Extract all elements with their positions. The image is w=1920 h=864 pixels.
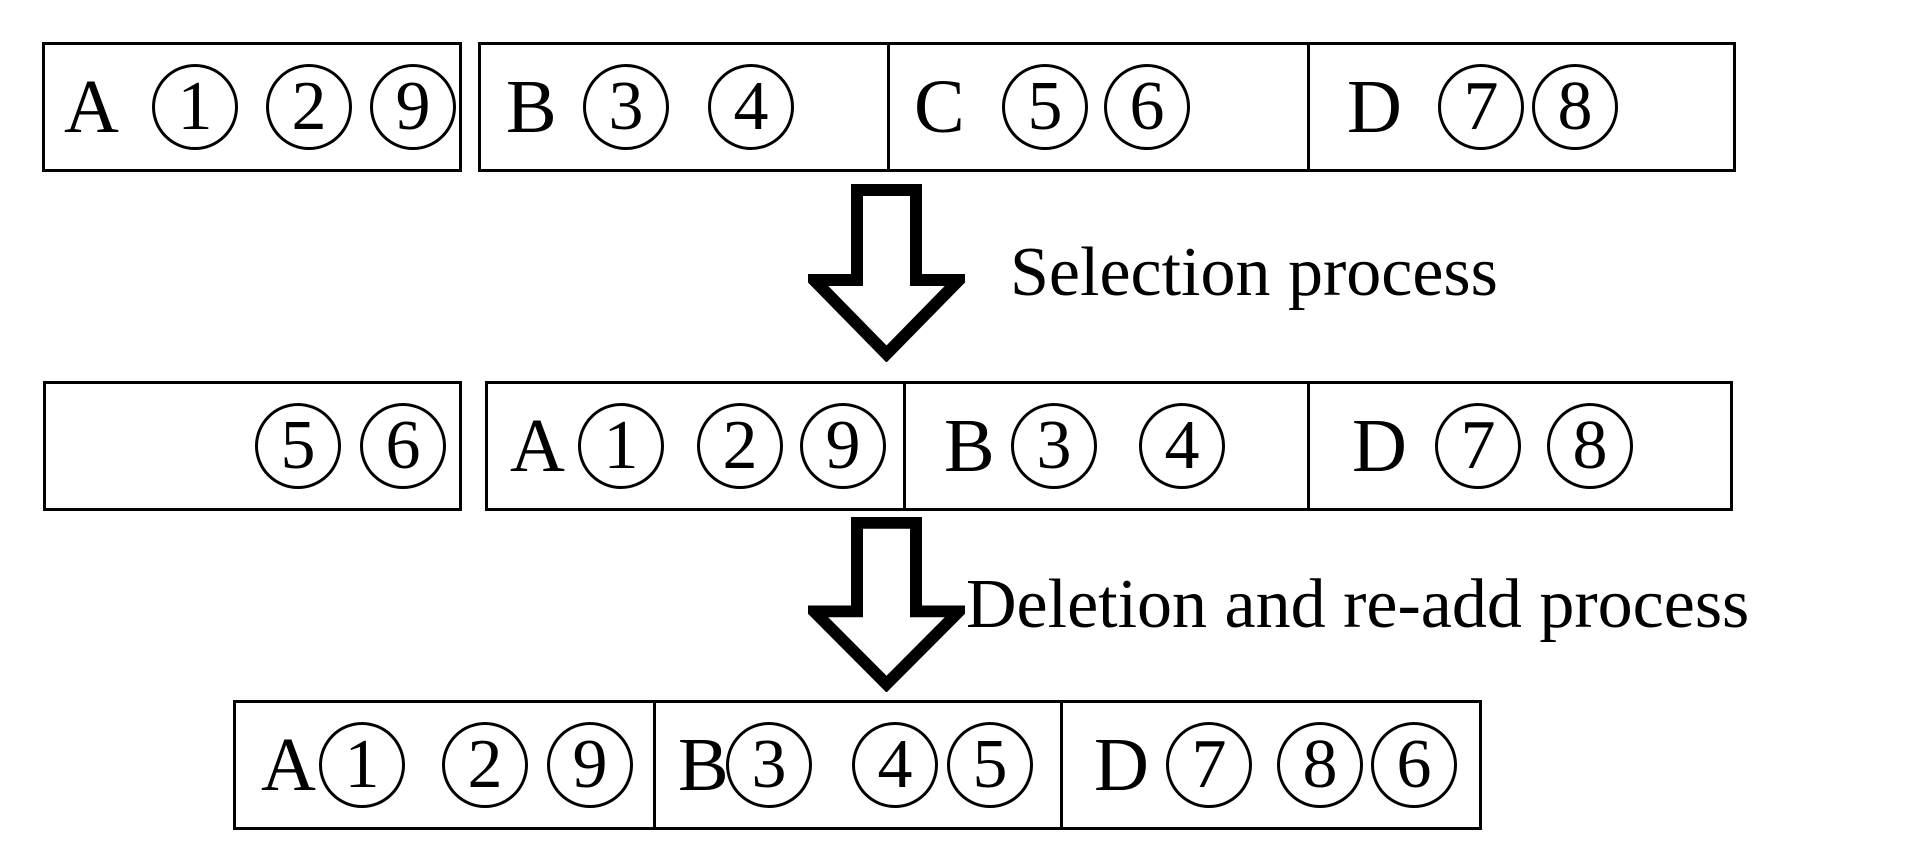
node-label: C (914, 65, 965, 149)
item-circle: 2 (697, 403, 783, 489)
node-label: A (510, 404, 565, 488)
divider (903, 384, 906, 508)
down-arrow-icon (808, 184, 965, 362)
selection-process-label: Selection process (1010, 234, 1498, 311)
node-label: B (678, 723, 729, 807)
node-label: B (944, 404, 995, 488)
item-circle: 4 (1139, 403, 1225, 489)
deletion-readd-process-label: Deletion and re-add process (966, 565, 1750, 643)
item-circle: 1 (578, 403, 664, 489)
item-circle: 3 (583, 64, 669, 150)
node-label: B (506, 65, 557, 149)
item-circle: 2 (266, 64, 352, 150)
item-circle: 1 (152, 64, 238, 150)
node-label: D (1352, 404, 1407, 488)
item-circle: 6 (360, 403, 446, 489)
row2-box-abd (485, 381, 1733, 511)
item-circle: 1 (319, 722, 405, 808)
down-arrow-icon (808, 517, 965, 692)
divider (1307, 384, 1310, 508)
node-label: D (1094, 723, 1149, 807)
item-circle: 6 (1371, 722, 1457, 808)
item-circle: 2 (442, 722, 528, 808)
item-circle: 8 (1277, 722, 1363, 808)
divider (1060, 703, 1063, 827)
item-circle: 7 (1166, 722, 1252, 808)
item-circle: 9 (370, 64, 456, 150)
node-label: A (64, 65, 119, 149)
item-circle: 4 (852, 722, 938, 808)
item-circle: 8 (1532, 64, 1618, 150)
node-label: D (1347, 65, 1402, 149)
item-circle: 4 (708, 64, 794, 150)
divider (1307, 45, 1310, 169)
item-circle: 5 (1002, 64, 1088, 150)
divider (887, 45, 890, 169)
item-circle: 9 (547, 722, 633, 808)
item-circle: 9 (800, 403, 886, 489)
item-circle: 8 (1547, 403, 1633, 489)
node-label: A (261, 723, 316, 807)
divider (653, 703, 656, 827)
item-circle: 3 (1011, 403, 1097, 489)
item-circle: 7 (1435, 403, 1521, 489)
item-circle: 6 (1104, 64, 1190, 150)
item-circle: 5 (255, 403, 341, 489)
item-circle: 7 (1438, 64, 1524, 150)
item-circle: 5 (947, 722, 1033, 808)
item-circle: 3 (726, 722, 812, 808)
